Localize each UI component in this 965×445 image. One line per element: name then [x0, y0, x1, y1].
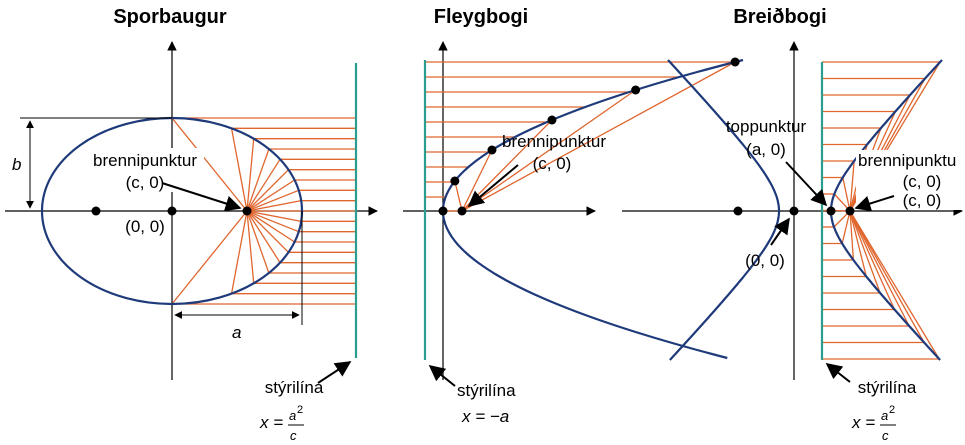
parabola-ray — [454, 180, 463, 212]
hyperbola-directrix-eq-lhs: x = — [851, 413, 875, 432]
ellipse-directrix-label: stýrilína — [265, 378, 324, 397]
hyperbola-panel: Breiðbogi toppunktur (a, 0) brennipunktu… — [622, 6, 965, 443]
parabola-sample-points — [438, 57, 740, 216]
hyperbola-ray — [849, 210, 855, 261]
hyperbola-vertex-label: toppunktur — [726, 117, 807, 136]
hyperbola-ray — [849, 160, 855, 212]
hyperbola-ray — [849, 210, 896, 310]
ellipse-ray — [246, 148, 270, 212]
parabola-directrix-eq: x = −a — [461, 407, 509, 426]
parabola-panel: Fleygbogi brennipunktur (c, 0) stýrilína… — [403, 6, 744, 426]
ellipse-a-label: a — [232, 323, 241, 342]
ellipse-ray — [230, 210, 248, 294]
ellipse-ray — [246, 158, 281, 212]
hyperbola-directrix-label: stýrilína — [858, 378, 917, 397]
hyperbola-directrix-eq-num: a — [881, 408, 888, 423]
ellipse-ray — [246, 169, 289, 212]
ellipse-ray — [246, 138, 255, 212]
parabola-point — [547, 115, 557, 125]
hyperbola-vertex-point — [826, 206, 836, 216]
hyperbola-focus-point — [845, 206, 855, 216]
parabola-focus-arrow — [467, 164, 519, 208]
ellipse-ray — [230, 128, 248, 212]
ellipse-ray — [246, 210, 281, 264]
hyperbola-origin-label: (0, 0) — [745, 251, 785, 270]
ellipse-directrix-eq-den: c — [290, 428, 297, 443]
ellipse-focal-rays — [171, 117, 302, 305]
parabola-ray — [461, 89, 637, 212]
ellipse-focus-point — [242, 206, 252, 216]
hyperbola-directrix-eq-sup: 2 — [889, 404, 895, 416]
parabola-curve — [441, 58, 744, 360]
parabola-point — [450, 176, 460, 186]
hyperbola-ray — [849, 210, 910, 327]
parabola-focus-coord: (c, 0) — [533, 154, 572, 173]
ellipse-ray — [171, 210, 248, 305]
ellipse-directrix-lines — [172, 117, 356, 305]
parabola-point — [487, 145, 497, 155]
hyperbola-ray — [849, 210, 881, 294]
parabola-point — [631, 85, 641, 95]
hyperbola-ray — [842, 177, 851, 212]
hyperbola-focus-arrow — [854, 195, 895, 212]
ellipse-ray — [246, 200, 302, 212]
hyperbola-focus-coord-2: (c, 0) — [903, 191, 942, 210]
ellipse-directrix-arrow — [317, 361, 352, 384]
parabola-focus-label: brennipunktur — [502, 132, 606, 151]
ellipse-title: Sporbaugur — [113, 6, 227, 28]
ellipse-ray — [246, 210, 270, 274]
hyperbola-ray — [849, 210, 940, 360]
ellipse-directrix-eq-sup: 2 — [297, 404, 303, 416]
parabola-directrix-arrow — [428, 365, 456, 387]
ellipse-directrix-eq-lhs: x = — [259, 413, 283, 432]
ellipse-left-focus-point — [91, 206, 101, 216]
ellipse-ray — [246, 210, 295, 243]
ellipse-origin-point — [167, 206, 177, 216]
ellipse-ray — [246, 210, 255, 284]
parabola-directrix-label: stýrilína — [457, 381, 516, 400]
parabola-focus-point — [457, 206, 467, 216]
hyperbola-origin-point — [789, 206, 799, 216]
hyperbola-directrix-arrow — [825, 363, 851, 383]
ellipse-focus-label: brennipunktur — [93, 151, 197, 170]
hyperbola-focus-label: brennipunktu — [858, 151, 956, 170]
hyperbola-vertex-coord: (a, 0) — [746, 140, 786, 159]
parabola-point — [438, 206, 448, 216]
parabola-ray — [461, 61, 736, 212]
hyperbola-left-branch — [667, 59, 781, 361]
hyperbola-focus-coord-1: (c, 0) — [903, 172, 942, 191]
hyperbola-ray — [849, 210, 925, 343]
ellipse-ray — [246, 210, 299, 233]
parabola-focal-rays — [425, 61, 736, 212]
ellipse-panel: Sporbaugur b a brennipunktur (c, 0) (0, … — [5, 6, 378, 443]
ellipse-ray — [246, 179, 295, 212]
hyperbola-ray — [849, 210, 867, 277]
parabola-title: Fleygbogi — [434, 6, 528, 28]
parabola-point — [730, 57, 740, 67]
ellipse-ray — [171, 117, 248, 212]
ellipse-ray — [246, 210, 302, 222]
parabola-ray — [461, 149, 493, 212]
ellipse-origin-label: (0, 0) — [125, 217, 165, 236]
hyperbola-directrix-eq-den: c — [882, 428, 889, 443]
ellipse-ray — [246, 210, 289, 253]
hyperbola-vertex-arrow — [785, 161, 828, 207]
ellipse-b-label: b — [12, 155, 21, 174]
ellipse-directrix-eq-num: a — [289, 408, 296, 423]
ellipse-focus-arrow — [161, 182, 242, 212]
hyperbola-title: Breiðbogi — [733, 6, 826, 28]
ellipse-focus-coord: (c, 0) — [126, 173, 165, 192]
hyperbola-left-focus-point — [733, 206, 743, 216]
hyperbola-origin-arrow — [770, 217, 790, 246]
hyperbola-ray — [841, 210, 851, 244]
ellipse-ray — [246, 189, 299, 212]
